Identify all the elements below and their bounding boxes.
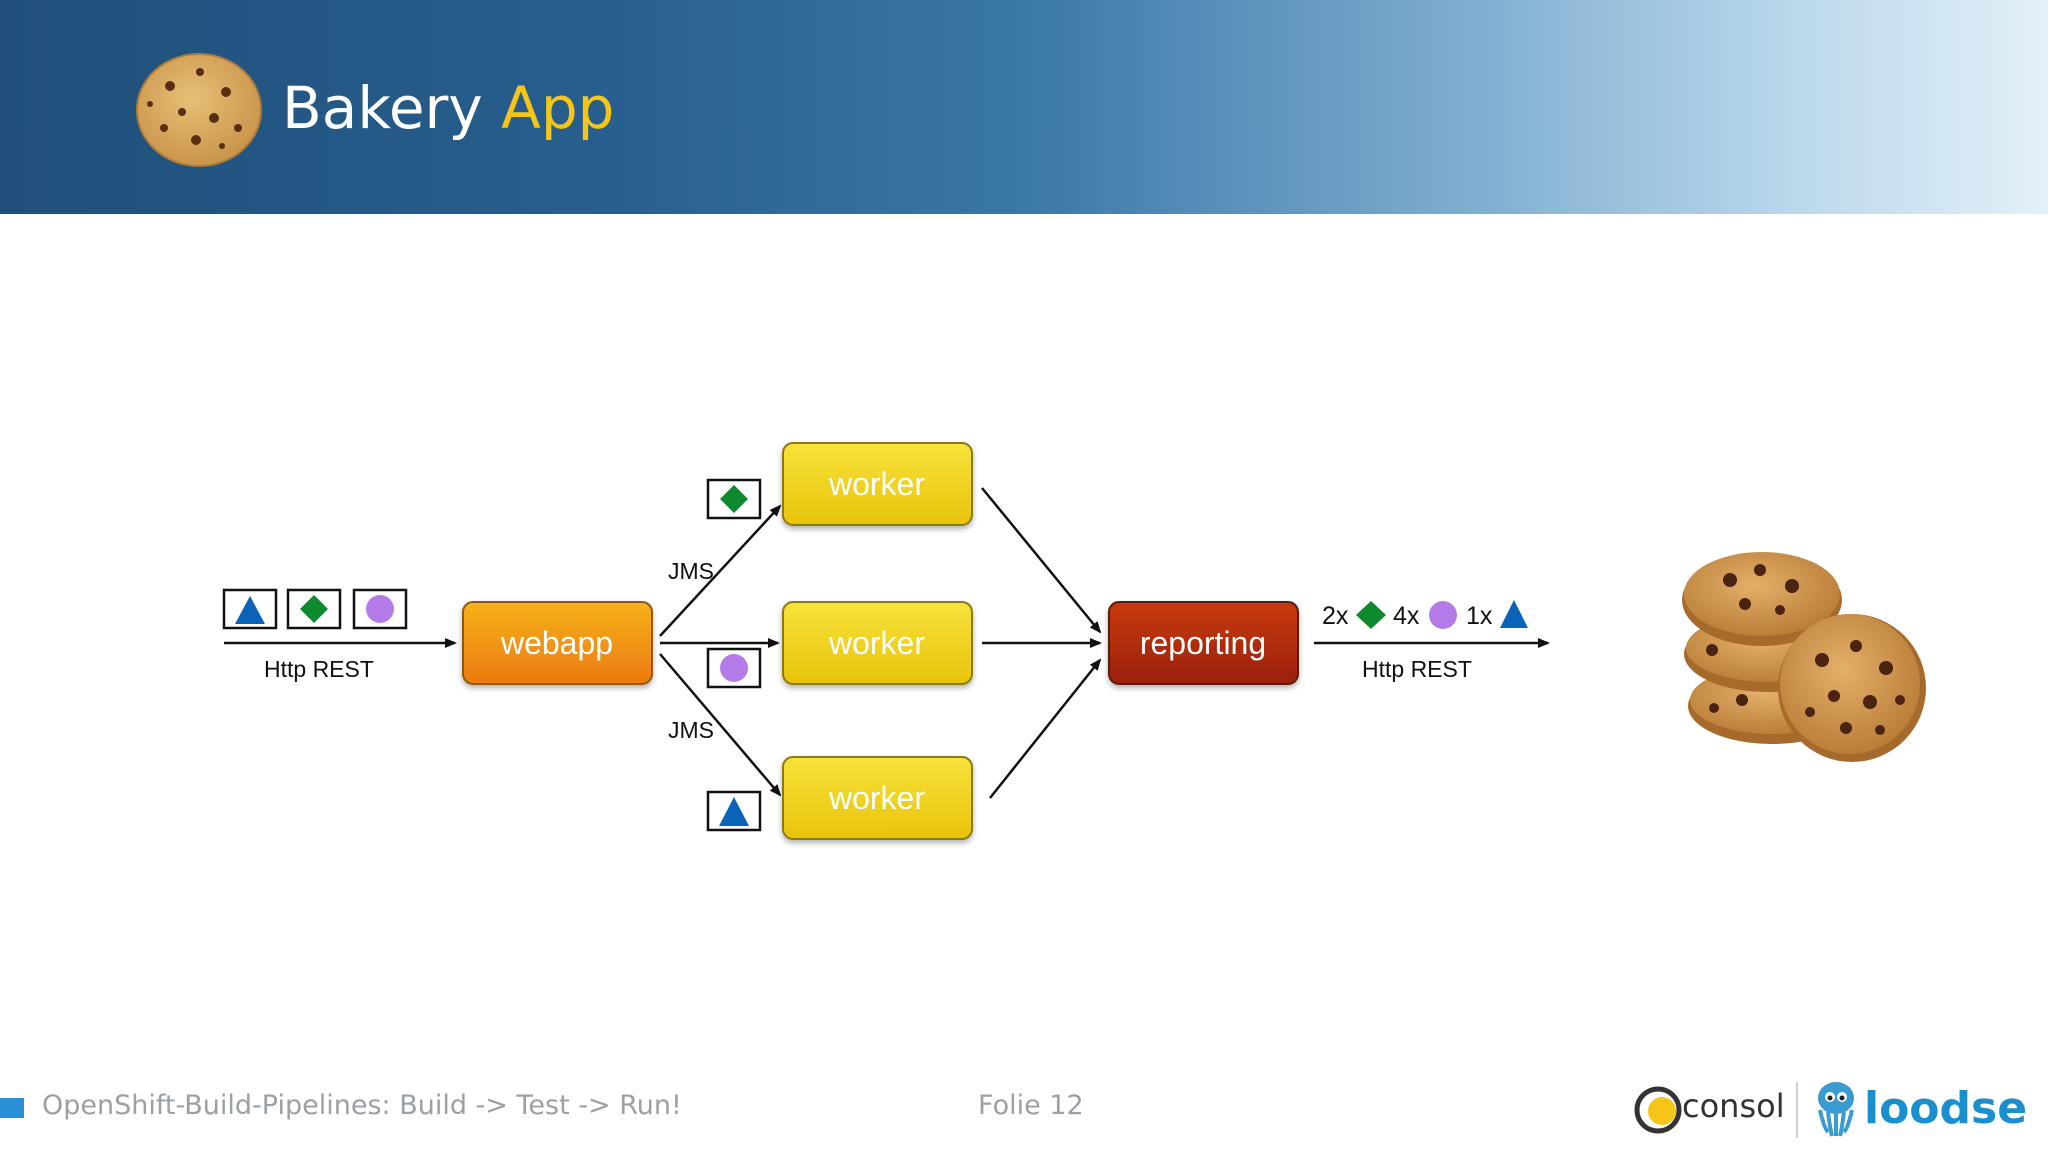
worker-mid-label: worker bbox=[828, 625, 925, 661]
output-circle-symbol bbox=[1429, 601, 1457, 629]
count-triangle-label: 1x bbox=[1466, 602, 1493, 630]
worker-bottom-triangle-symbol bbox=[706, 790, 762, 832]
consol-logo-text: consol bbox=[1682, 1087, 1785, 1125]
count-diamond-label: 2x bbox=[1322, 602, 1349, 630]
output-protocol-label: Http REST bbox=[1362, 656, 1472, 682]
footer-presentation-title: OpenShift-Build-Pipelines: Build -> Test… bbox=[42, 1090, 682, 1121]
arrow-worker-bottom-to-reporting bbox=[989, 658, 1102, 799]
footer-accent-bar bbox=[0, 1098, 24, 1118]
title-accent: App bbox=[501, 74, 615, 142]
arrow-webapp-to-worker-bottom bbox=[659, 653, 782, 797]
worker-mid-circle-symbol bbox=[706, 647, 762, 689]
cookies-image bbox=[1682, 552, 1926, 762]
worker-top-label: worker bbox=[828, 466, 925, 502]
title-main: Bakery bbox=[282, 74, 483, 142]
output-diamond-symbol bbox=[1356, 601, 1386, 629]
worker-top-diamond-symbol bbox=[706, 478, 762, 520]
footer-page-number: Folie 12 bbox=[978, 1090, 1084, 1121]
input-triangle-symbol bbox=[222, 588, 278, 630]
worker-bottom-label: worker bbox=[828, 780, 925, 816]
input-protocol-label: Http REST bbox=[264, 656, 374, 682]
reporting-node bbox=[1108, 601, 1299, 685]
logo-divider bbox=[1796, 1082, 1798, 1138]
jms-top-label: JMS bbox=[668, 558, 714, 584]
input-circle-symbol bbox=[352, 588, 408, 630]
jms-bottom-label: JMS bbox=[668, 717, 714, 743]
output-triangle-symbol bbox=[1500, 600, 1528, 628]
webapp-node bbox=[462, 601, 653, 685]
reporting-label: reporting bbox=[1140, 625, 1266, 661]
worker-mid-node bbox=[782, 601, 973, 685]
arrow-webapp-to-worker-top bbox=[659, 504, 782, 637]
loodse-logo-text: loodse bbox=[1864, 1083, 2028, 1134]
worker-top-node bbox=[782, 442, 973, 526]
consol-logo-icon bbox=[1634, 1086, 1682, 1134]
input-diamond-symbol bbox=[286, 588, 342, 630]
loodse-logo-icon bbox=[1818, 1082, 1854, 1137]
webapp-label: webapp bbox=[500, 625, 613, 661]
header-banner bbox=[0, 0, 2048, 214]
worker-bottom-node bbox=[782, 756, 973, 840]
count-circle-label: 4x bbox=[1393, 602, 1420, 630]
arrow-worker-top-to-reporting bbox=[981, 487, 1102, 634]
page-title: Bakery App bbox=[282, 74, 614, 142]
cookie-logo-icon bbox=[136, 53, 262, 167]
